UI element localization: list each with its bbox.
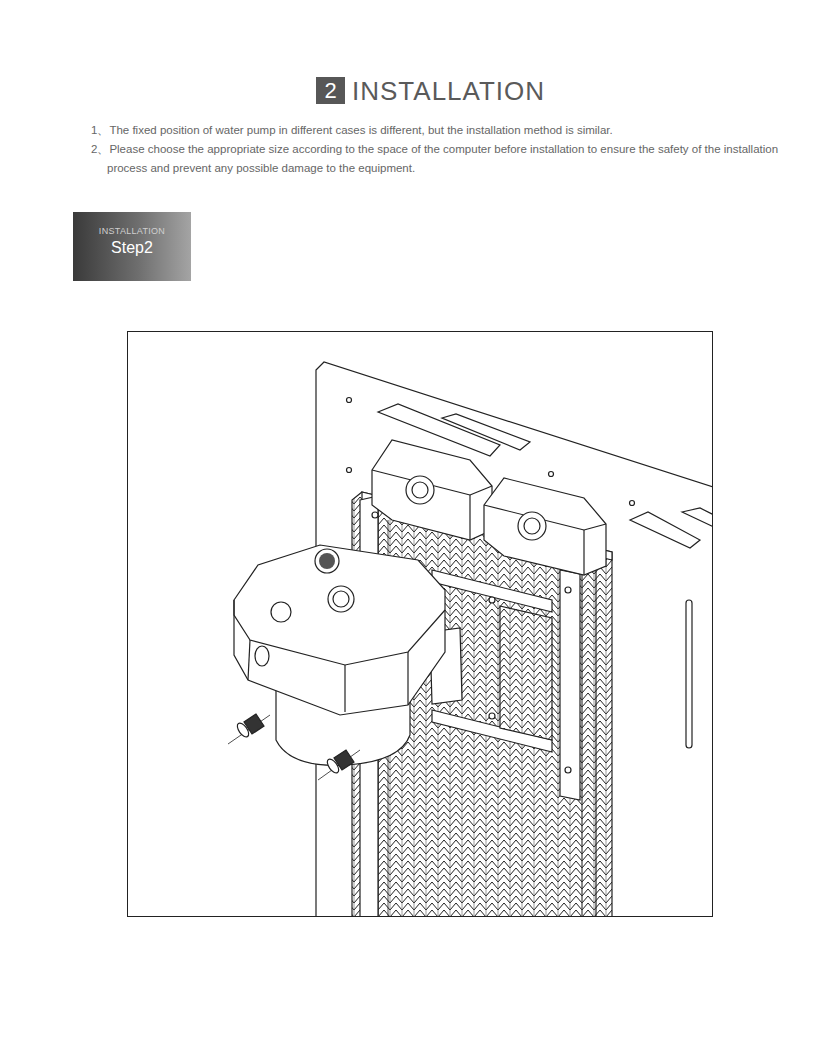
step-caption: INSTALLATION <box>81 226 183 236</box>
step-name: Step2 <box>81 239 183 257</box>
screw <box>318 750 360 780</box>
step-badge: INSTALLATION Step2 <box>73 212 191 281</box>
pump-top <box>234 545 445 715</box>
instruction-note: 2、Please choose the appropriate size acc… <box>91 140 797 178</box>
instruction-note: 1、The fixed position of water pump in di… <box>91 121 797 140</box>
section-number-box: 2 <box>316 77 345 104</box>
section-title: INSTALLATION <box>352 76 545 107</box>
screw <box>228 714 270 744</box>
end-tank <box>372 440 492 540</box>
end-tank <box>484 478 606 575</box>
section-number: 2 <box>324 78 336 104</box>
